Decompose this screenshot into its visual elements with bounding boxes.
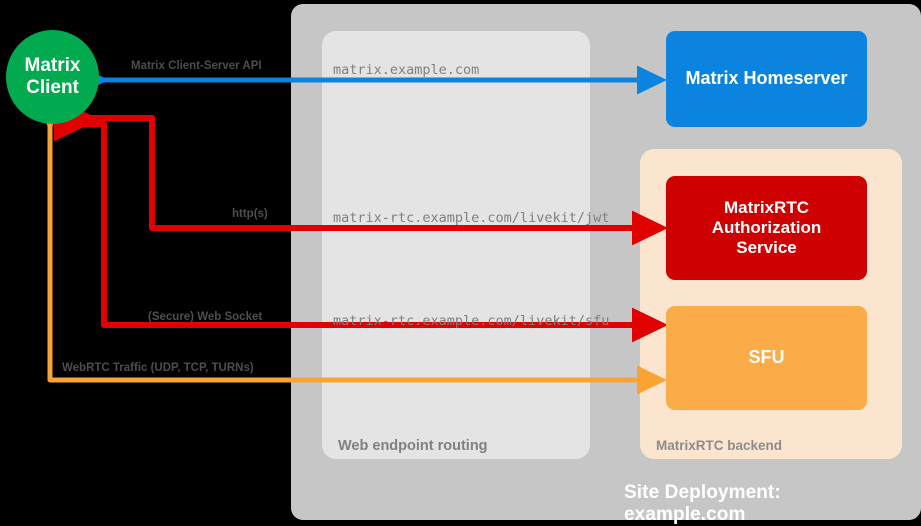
web-endpoint-routing-title: Web endpoint routing	[338, 438, 488, 454]
endpoint-url-livekit-jwt: matrix-rtc.example.com/livekit/jwt	[333, 210, 610, 226]
matrix-client-label-line2: Client	[26, 77, 79, 98]
matrix-client-label-line1: Matrix	[24, 55, 81, 77]
matrix-homeserver-label: Matrix Homeserver	[685, 68, 848, 89]
endpoint-url-livekit-sfu: matrix-rtc.example.com/livekit/sfu	[333, 313, 610, 329]
site-deployment-title: Site Deployment: example.com	[624, 482, 781, 525]
endpoint-url-matrix: matrix.example.com	[333, 62, 480, 78]
arrow-webrtc-traffic	[35, 100, 667, 395]
flow-label-https: http(s)	[232, 208, 268, 220]
flow-label-web-socket: (Secure) Web Socket	[148, 311, 263, 323]
node-matrix-client[interactable]: Matrix Client	[6, 30, 99, 124]
node-sfu[interactable]: SFU	[666, 306, 867, 410]
flow-label-client-server-api: Matrix Client-Server API	[131, 60, 262, 72]
auth-service-label-line3: Service	[736, 238, 797, 258]
sfu-label: SFU	[748, 347, 785, 368]
node-matrixrtc-authorization-service[interactable]: MatrixRTC Authorization Service	[666, 176, 867, 280]
node-matrix-homeserver[interactable]: Matrix Homeserver	[666, 31, 867, 127]
flow-label-webrtc-traffic: WebRTC Traffic (UDP, TCP, TURNs)	[62, 362, 254, 374]
auth-service-label-line2: Authorization	[711, 217, 822, 237]
auth-service-label-line1: MatrixRTC	[723, 197, 809, 217]
matrixrtc-backend-title: MatrixRTC backend	[656, 438, 783, 453]
flow-webrtc-traffic	[35, 100, 667, 395]
